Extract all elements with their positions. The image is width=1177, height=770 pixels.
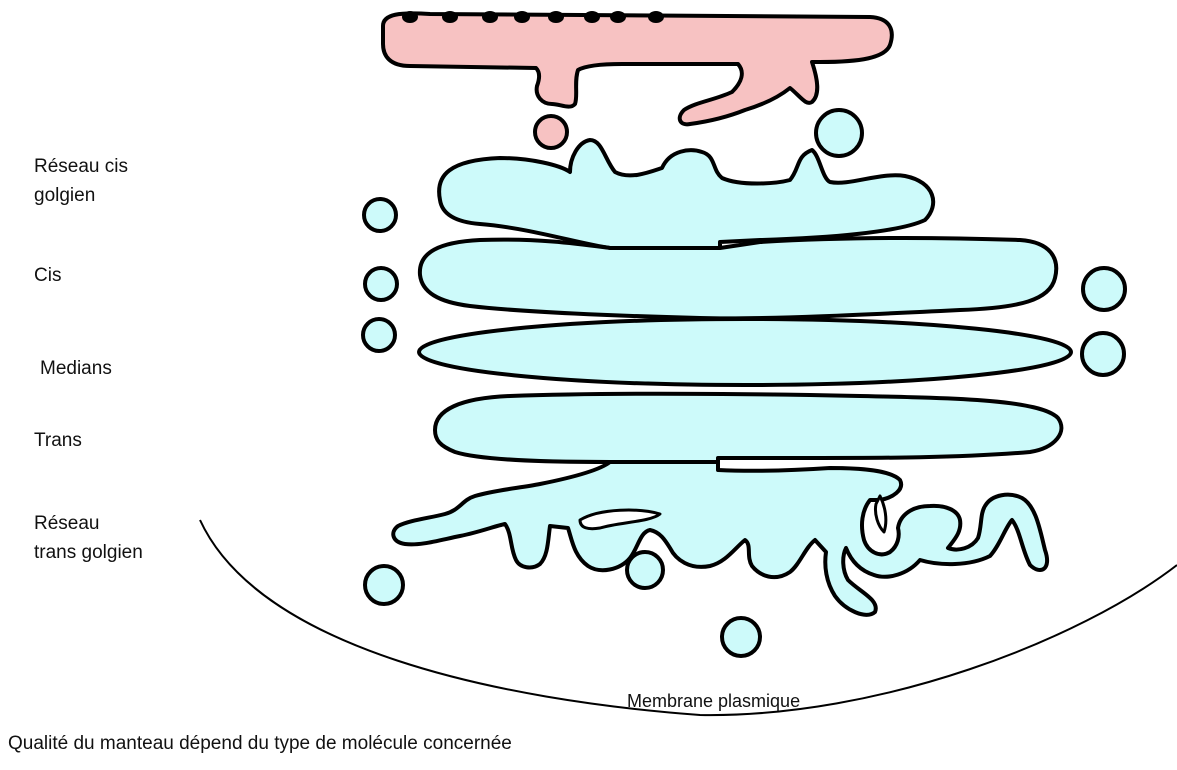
label-cis-golgi-network: Réseau cis golgien [34, 153, 128, 210]
label-medians: Medians [40, 355, 112, 384]
golgi-vesicle [1082, 333, 1124, 375]
label-cis: Cis [34, 262, 61, 291]
rough-er [383, 11, 892, 124]
label-trans-golgi-network: Réseau trans golgien [34, 510, 143, 567]
golgi-vesicle [816, 110, 862, 156]
trans-golgi-network [393, 462, 1047, 615]
label-line: trans golgien [34, 539, 143, 568]
ribosome [402, 11, 418, 23]
ribosome [584, 11, 600, 23]
cis-golgi-network [439, 140, 933, 248]
golgi-vesicle [365, 566, 403, 604]
label-line: golgien [34, 182, 128, 211]
golgi-vesicle [1083, 268, 1125, 310]
ribosome [482, 11, 498, 23]
golgi-vesicle [722, 618, 760, 656]
trans-cisterna [435, 394, 1061, 462]
label-plasma-membrane: Membrane plasmique [627, 688, 800, 715]
golgi-vesicle [364, 199, 396, 231]
figure-caption: Qualité du manteau dépend du type de mol… [8, 730, 512, 759]
medial-cisterna [419, 319, 1071, 385]
ribosome [610, 11, 626, 23]
ribosome [648, 11, 664, 23]
ribosome [514, 11, 530, 23]
er-transport-vesicle [535, 116, 567, 148]
er-membrane [383, 13, 892, 124]
label-line: Réseau cis [34, 153, 128, 182]
label-line: Réseau [34, 510, 143, 539]
tgn-lumen-gap [875, 496, 885, 532]
ribosome [442, 11, 458, 23]
golgi-vesicle [365, 268, 397, 300]
golgi-vesicle [363, 319, 395, 351]
ribosome [548, 11, 564, 23]
cis-cisterna [420, 238, 1056, 318]
label-trans: Trans [34, 427, 82, 456]
golgi-vesicle [627, 552, 663, 588]
